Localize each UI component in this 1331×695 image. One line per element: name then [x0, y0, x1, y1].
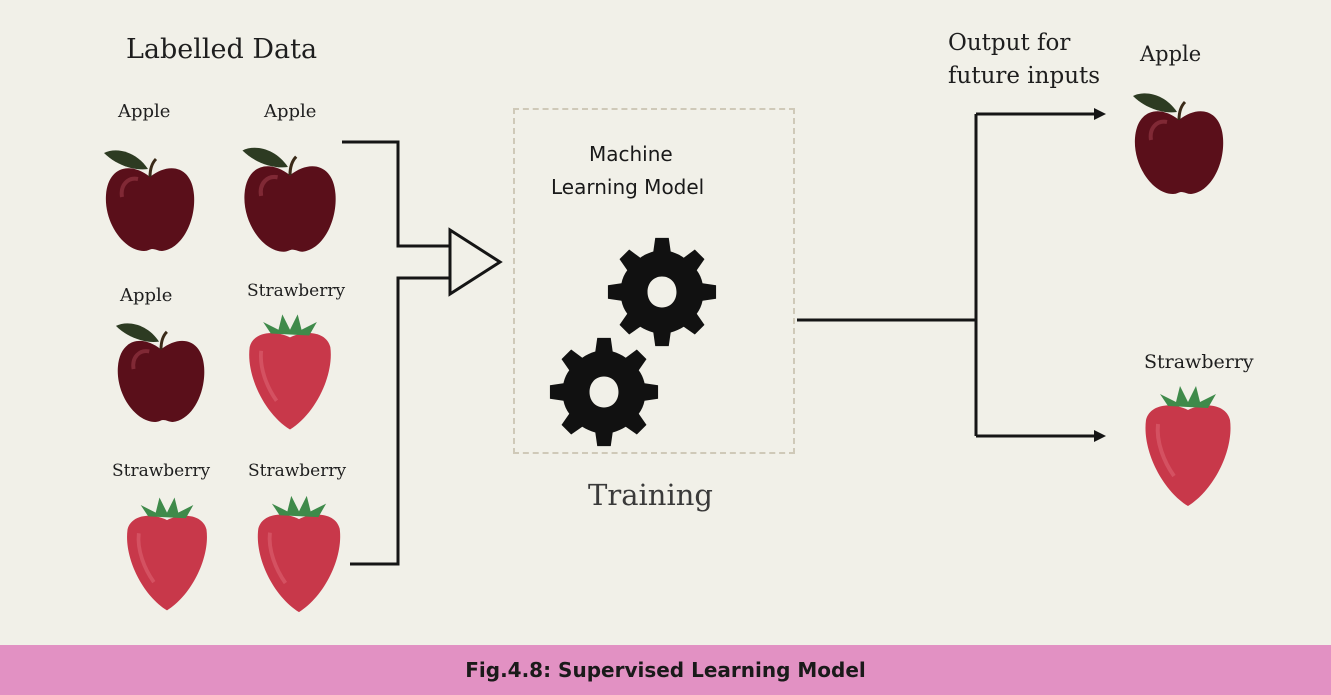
model-label-line1: Machine — [589, 142, 673, 166]
gear-icon — [607, 237, 717, 347]
arrow-right-icon — [1094, 430, 1106, 442]
sample-label: Strawberry — [112, 461, 211, 481]
model-box — [513, 108, 795, 454]
sample-label: Strawberry — [247, 281, 346, 301]
figure-caption: Fig.4.8: Supervised Learning Model — [465, 658, 866, 682]
output-title-line1: Output for — [948, 30, 1071, 56]
apple-icon — [1131, 91, 1226, 196]
arrow-right-icon — [448, 227, 503, 297]
model-label-line2: Learning Model — [551, 175, 705, 199]
output-label-apple: Apple — [1140, 42, 1202, 66]
labelled-data-title: Labelled Data — [126, 34, 318, 65]
output-label-strawberry: Strawberry — [1144, 351, 1254, 373]
sample-label: Apple — [120, 285, 173, 306]
sample-label: Apple — [264, 101, 317, 122]
strawberry-icon — [1143, 384, 1233, 508]
output-title-line2: future inputs — [948, 63, 1101, 89]
gear-icon — [549, 337, 659, 447]
sample-label: Strawberry — [248, 461, 347, 481]
training-label: Training — [588, 478, 713, 512]
sample-label: Apple — [118, 101, 171, 122]
caption-band: Fig.4.8: Supervised Learning Model — [0, 645, 1331, 695]
arrow-right-icon — [1094, 108, 1106, 120]
